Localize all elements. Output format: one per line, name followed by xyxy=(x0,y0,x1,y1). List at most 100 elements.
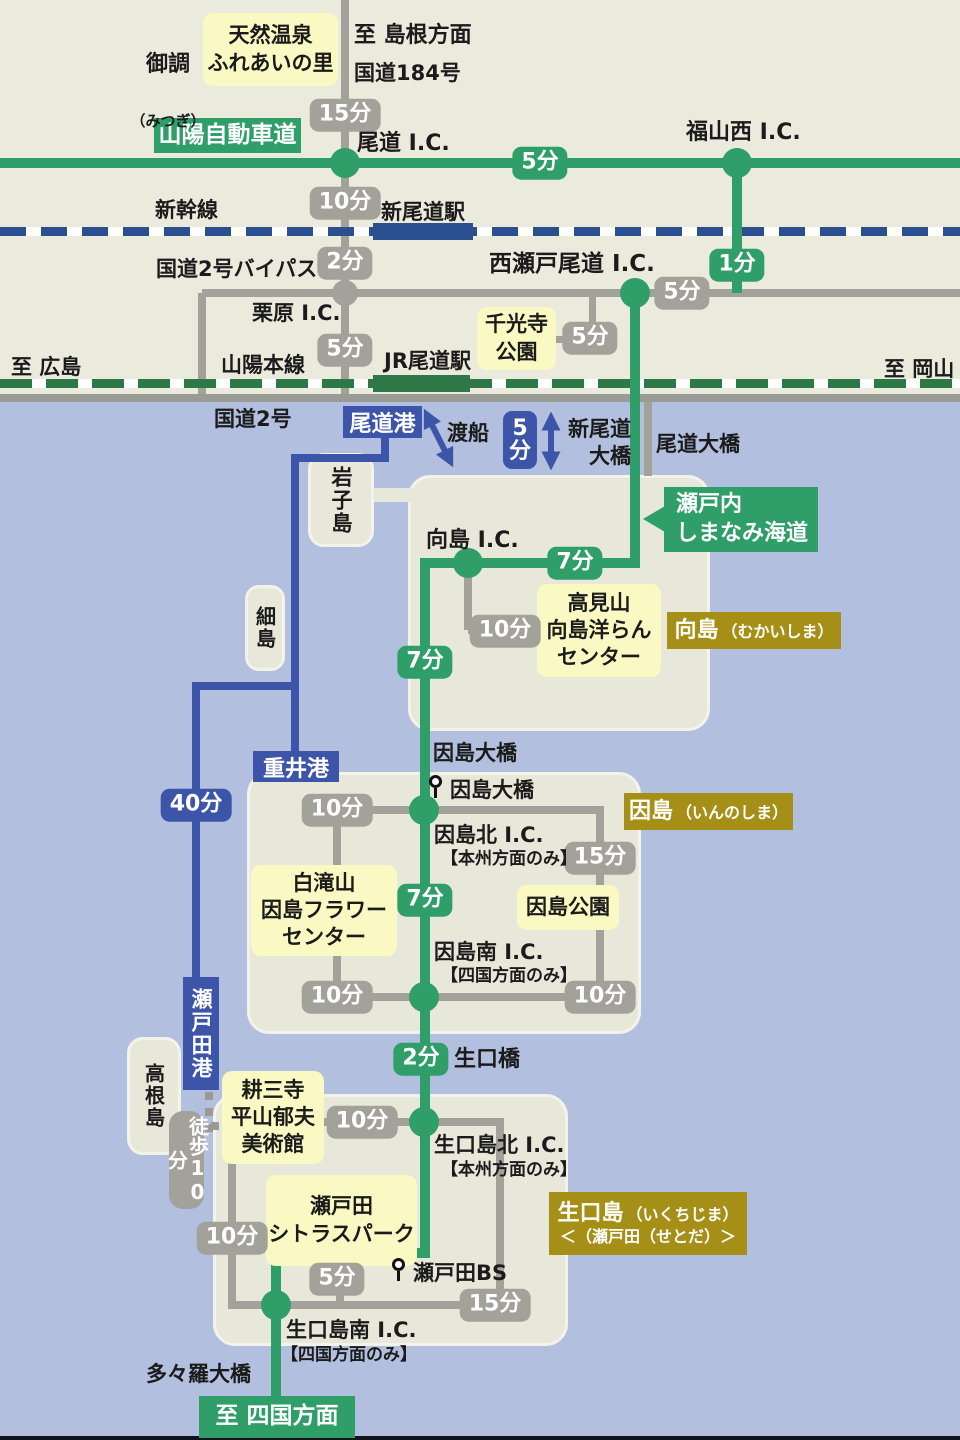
shimanami-v1 xyxy=(630,293,640,568)
ikuchi-road-bottom xyxy=(228,1301,504,1309)
duration-badge: 5分 xyxy=(654,276,710,310)
innoshima-road-top xyxy=(333,806,604,814)
ferry-duration-badge: 5 分 xyxy=(503,411,537,469)
mitsugi-kana: （みつぎ） xyxy=(130,111,206,130)
duration-badge: 10分 xyxy=(564,980,636,1014)
ikuchijima-kita-ic-node xyxy=(409,1107,439,1137)
duration-badge: 1分 xyxy=(709,248,765,282)
kounejima-label: 高根島 xyxy=(141,1063,166,1129)
r2-bypass-road xyxy=(202,289,960,297)
tosen-ferry-arrow xyxy=(423,408,454,468)
ikuchijima-minami-ic-node xyxy=(261,1290,291,1320)
duration-badge: 7分 xyxy=(547,546,603,580)
shin-onomichi-station-box xyxy=(373,223,473,240)
shimanami-pointer xyxy=(643,506,665,532)
fukuyama-nishi-ic-label: 福山西 I.C. xyxy=(686,120,801,145)
iwashijima-label: 岩子島 xyxy=(329,465,353,535)
duration-badge: 10分 xyxy=(326,1105,398,1139)
mukaishima-ic-node xyxy=(453,548,483,578)
shirataki-box: 白滝山 因島フラワー センター xyxy=(251,865,397,956)
onsen-box: 天然温泉 ふれあいの里 xyxy=(203,13,338,86)
sanyo-line-rail xyxy=(0,379,960,388)
ikuchijima-setoda: ＜（瀬戸田（せとだ）＞ xyxy=(559,1227,736,1247)
kurihara-ic-node xyxy=(332,280,358,306)
iwashijima-link xyxy=(366,488,412,502)
innoshima-bridge-label: 因島大橋 xyxy=(433,741,517,765)
walk-path-v xyxy=(205,1092,213,1134)
ikuchijima-kita-note: 【本州方面のみ】 xyxy=(441,1160,577,1180)
sanyo-expressway-label: 山陽自動車道 xyxy=(154,118,301,153)
hosojima-label: 細島 xyxy=(252,606,277,650)
shimanami-kaido-label: 瀬戸内 しまなみ海道 xyxy=(664,487,818,552)
duration-badge: 15分 xyxy=(564,841,636,875)
shimanami-h1 xyxy=(420,558,640,568)
fukuyama-nishi-ic-node xyxy=(722,148,752,178)
to-shikoku-box: 至 四国方面 xyxy=(199,1396,355,1438)
innoshima-park-box: 因島公園 xyxy=(517,885,619,930)
shimanami-v3 xyxy=(271,1248,281,1400)
ferry-line-setoda xyxy=(192,682,200,979)
takamiyama-box: 高見山 向島洋らん センター xyxy=(537,584,661,677)
kosanji-box: 耕三寺 平山郁夫 美術館 xyxy=(222,1071,324,1164)
ikuchijima-minami-note: 【四国方面のみ】 xyxy=(281,1345,417,1365)
to-hiroshima-label: 至 広島 xyxy=(11,355,82,379)
duration-badge: 5分 xyxy=(512,146,568,180)
senkoji-park-box: 千光寺 公園 xyxy=(477,307,556,370)
duration-badge: 5分 xyxy=(562,321,618,355)
innoshima-bridge-busstop-label: 因島大橋 xyxy=(450,778,534,802)
innoshima-kita-note: 【本州方面のみ】 xyxy=(441,849,577,869)
mitsugi-label: 御調 （みつぎ） xyxy=(124,24,212,133)
route2-road xyxy=(0,394,960,402)
innoshima-road-bottom xyxy=(333,993,604,1001)
citrus-park-box: 瀬戸田 シトラスパーク xyxy=(266,1175,417,1266)
ikuchijima-kita-ic-label: 生口島北 I.C. xyxy=(434,1133,565,1157)
setoda-bs-label: 瀬戸田BS xyxy=(413,1261,508,1285)
tatara-bridge-label: 多々羅大橋 xyxy=(146,1362,251,1386)
duration-badge: 5分 xyxy=(309,1262,365,1296)
bus-stop-icon xyxy=(429,775,443,801)
onomichi-bridge-label: 尾道大橋 xyxy=(656,432,740,456)
duration-badge: 2分 xyxy=(393,1042,449,1076)
mukaishima-road-v xyxy=(464,563,472,630)
duration-badge: 15分 xyxy=(309,98,381,132)
shin-onomichi-station-label: 新尾道駅 xyxy=(381,200,465,224)
mukaishima-name-badge: 向島（むかいしま） xyxy=(667,612,841,649)
senkoji-road-v xyxy=(589,293,596,340)
ferry-line-shigei xyxy=(291,682,299,755)
island-iwashijima: 岩子島 xyxy=(308,453,374,547)
innoshima-minami-ic-node xyxy=(409,982,439,1012)
to-shimane-label: 至 島根方面 xyxy=(354,23,472,48)
kurihara-ic-label: 栗原 I.C. xyxy=(252,301,341,325)
duration-badge: 7分 xyxy=(397,883,453,917)
onomichi-bridge-road xyxy=(644,402,652,476)
route184-label: 国道184号 xyxy=(354,61,461,85)
ikuchijima-minami-ic-label: 生口島南 I.C. xyxy=(286,1318,417,1342)
duration-badge: 2分 xyxy=(317,246,373,280)
shinkansen-label: 新幹線 xyxy=(155,198,218,222)
duration-badge: 10分 xyxy=(301,980,373,1014)
ikuchijima-name: 生口島 xyxy=(557,1200,624,1226)
shin-onomichi-bridge-arrow xyxy=(541,412,561,470)
onomichi-ic-label: 尾道 I.C. xyxy=(357,131,450,156)
r2-bypass-left-leg xyxy=(198,293,206,398)
nishiseto-onomichi-ic-node xyxy=(620,278,650,308)
ferry-line-v1 xyxy=(291,454,299,690)
duration-badge: 10分 xyxy=(196,1221,268,1255)
mukaishima-name: 向島 xyxy=(674,617,719,643)
jr-onomichi-station-label: JR尾道駅 xyxy=(384,349,471,373)
setoda-port-box: 瀬戸田港 xyxy=(183,977,219,1090)
onomichi-ic-node xyxy=(330,148,360,178)
innoshima-kana: （いんのしま） xyxy=(676,802,789,822)
duration-badge: 40分 xyxy=(160,788,232,822)
jr-onomichi-station-box xyxy=(373,375,470,392)
ferry-line-port-stub xyxy=(381,436,389,460)
sanyo-line-label: 山陽本線 xyxy=(221,353,305,377)
tosen-label: 渡船 xyxy=(447,421,489,445)
sanyo-expressway-line xyxy=(0,158,960,168)
duration-badge: 7分 xyxy=(397,645,453,679)
ikuchi-bridge-label: 生口橋 xyxy=(454,1047,521,1072)
walk-duration-badge: 徒歩10分 xyxy=(165,1111,210,1209)
map-bottom-edge xyxy=(0,1436,960,1440)
duration-badge: 5分 xyxy=(317,333,373,367)
